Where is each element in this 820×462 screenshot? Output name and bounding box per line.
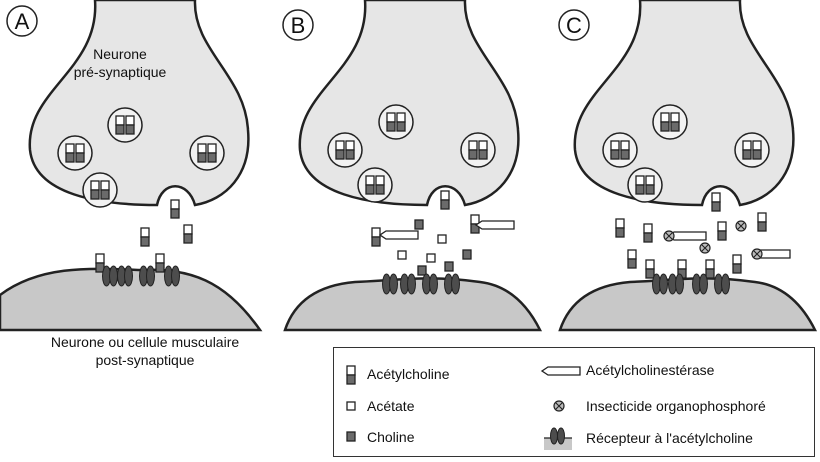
panel-a: A [0,0,263,332]
vesicle [628,168,662,202]
insecticide-molecule [735,220,747,232]
panel-letter-a: A [15,9,30,34]
legend: Acétylcholine Acétate Choline Acétylchol… [333,347,815,457]
vesicle [735,133,769,167]
acetylcholine-molecule [717,221,727,241]
postsynaptic-label: Neurone ou cellule musculaire post-synap… [0,333,290,369]
acetylcholine-molecule [371,227,381,247]
choline-molecule [462,249,472,260]
vesicle [108,108,142,142]
panel-badge-a [6,5,38,37]
insecticide-molecule [751,248,763,260]
postsynaptic-cell [283,277,543,332]
vesicle [379,105,413,139]
presynaptic-neuron [28,0,250,207]
acetylcholinesterase-enzyme [379,230,419,240]
acetylcholine-molecule [711,192,721,212]
choline-icon [346,431,356,442]
acetylcholinesterase-icon [541,366,581,376]
vesicle [190,136,224,170]
acetate-molecule [397,250,407,260]
acetylcholine-molecule [705,259,715,279]
acetylcholine-molecule [732,254,742,274]
panel-b: B [282,0,543,332]
panel-letter-b: B [291,13,306,38]
legend-acetate: Acétate [367,398,415,414]
postsynaptic-cell [558,277,818,332]
postsynaptic-label-line1: Neurone ou cellule musculaire [50,334,240,350]
legend-acetylcholine: Acétylcholine [367,366,450,382]
acetate-icon [346,401,356,411]
panel-c: C [558,0,818,332]
vesicle [328,133,362,167]
insecticide-molecule [663,230,675,242]
insecticide-icon [553,400,565,412]
acetylcholinesterase-enzyme [475,220,515,230]
acetylcholine-molecule [170,199,180,219]
panel-badge-b [282,9,314,41]
panel-letter-c: C [566,13,582,38]
acetylcholine-molecule [645,259,655,279]
legend-choline: Choline [367,429,415,445]
acetylcholine-molecule [643,223,653,243]
vesicle [358,168,392,202]
vesicle [461,133,495,167]
acetylcholine-molecule [140,227,150,247]
acetylcholine-molecule [183,224,193,244]
acetylcholine-molecule [615,218,625,238]
vesicle [58,136,92,170]
vesicle [83,173,117,207]
legend-receptor: Récepteur à l'acétylcholine [586,430,753,446]
vesicle [603,133,637,167]
acetylcholine-molecule [757,212,767,232]
choline-molecule [417,265,427,276]
acetate-molecule [426,253,436,263]
receptor-icon [544,427,572,450]
presynaptic-label-line1: Neurone [93,46,147,62]
acetylcholine-molecule [440,190,450,210]
vesicle [653,105,687,139]
presynaptic-neuron [298,0,520,207]
legend-acetylcholinesterase: Acétylcholinestérase [586,362,715,378]
postsynaptic-label-line2: post-synaptique [95,352,195,368]
choline-molecule [414,219,424,230]
acetylcholine-molecule [155,253,165,273]
choline-molecule [444,261,454,272]
panel-badge-c [558,9,590,41]
acetylcholine-icon [346,365,356,385]
insecticide-molecule [699,242,711,254]
acetylcholine-molecule [627,249,637,269]
legend-insecticide: Insecticide organophosphoré [586,398,766,414]
presynaptic-label-line2: pré-synaptique [73,64,167,80]
presynaptic-label: Neurone pré-synaptique [60,45,180,81]
acetylcholine-molecule [95,253,105,273]
acetate-molecule [437,234,447,244]
presynaptic-neuron [573,0,795,207]
